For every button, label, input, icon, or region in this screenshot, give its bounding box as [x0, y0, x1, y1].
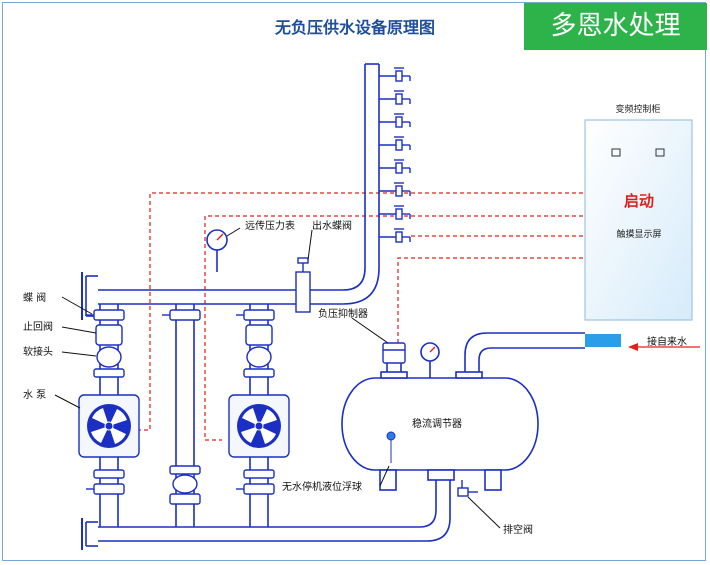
leader-lines [54, 227, 501, 529]
brand-badge: 多恩水处理 [524, 3, 707, 50]
leader-suppressor [351, 317, 389, 344]
tank-pressure-gauge [420, 342, 440, 362]
leader-gauge [226, 227, 241, 237]
signal-gauge [204, 215, 583, 441]
leader-outlet [307, 229, 313, 261]
label-vent-valve: 排空阀 [503, 523, 533, 536]
label-tank: 稳流调节器 [412, 417, 462, 430]
screen-label: 触摸显示屏 [616, 228, 661, 240]
faucet [379, 228, 411, 243]
suppressor [382, 342, 406, 364]
signal-lines [138, 192, 583, 441]
suction-pipe-inner [98, 480, 451, 542]
stabilizer-tank [341, 371, 539, 491]
leader-soft [61, 351, 97, 357]
faucet [379, 159, 411, 174]
riser-pipe-inner [98, 64, 380, 305]
faucet [379, 113, 411, 128]
pump2-assembly [228, 309, 290, 495]
remote-pressure-gauge [206, 229, 228, 251]
leader-vent [467, 496, 501, 529]
outlet-butterfly-valve [295, 257, 311, 313]
inlet-pipe-inner [478, 347, 585, 372]
label-check-valve: 止回阀 [23, 320, 53, 333]
diagram-title: 无负压供水设备原理图 [274, 18, 435, 37]
pipes [81, 63, 585, 550]
indicator-left [611, 148, 621, 157]
leader-float [379, 465, 390, 487]
signal-tank [397, 257, 583, 343]
inlet-pipe [464, 332, 585, 372]
faucet [379, 90, 411, 105]
label-suppressor: 负压抑制器 [318, 307, 368, 320]
label-float: 无水停机液位浮球 [282, 480, 362, 493]
faucet [379, 136, 411, 151]
riser-pipe [98, 64, 366, 291]
label-butterfly-valve: 蝶 阀 [23, 291, 46, 304]
inlet-arrow-head [628, 343, 638, 351]
faucet [379, 205, 411, 220]
pump1-soft-joint [96, 346, 122, 368]
faucet [379, 182, 411, 197]
label-soft-joint: 软接头 [23, 345, 53, 358]
faucet [379, 67, 411, 82]
label-inlet: 接自来水 [647, 335, 687, 348]
faucets [379, 67, 411, 243]
control-cabinet [584, 119, 693, 321]
cabinet-title: 变频控制柜 [615, 103, 660, 115]
pump1-check-valve [95, 324, 123, 346]
indicator-right [655, 148, 665, 157]
leader-butterfly [61, 296, 93, 315]
signal-pump1 [138, 192, 583, 431]
leader-check [61, 326, 97, 334]
pump1-butterfly-valve [93, 309, 125, 321]
pump1-assembly [78, 309, 140, 495]
label-remote-gauge: 远传压力表 [245, 219, 295, 232]
inlet-water [585, 334, 621, 347]
start-label: 启动 [624, 192, 654, 210]
label-outlet-valve: 出水蝶阀 [312, 219, 352, 232]
label-pump: 水 泵 [23, 389, 46, 401]
vent-valve [457, 480, 478, 497]
suction-pipe [98, 480, 437, 528]
bypass-assembly [162, 309, 201, 505]
leader-pump [54, 394, 81, 409]
float-ball [386, 431, 396, 441]
